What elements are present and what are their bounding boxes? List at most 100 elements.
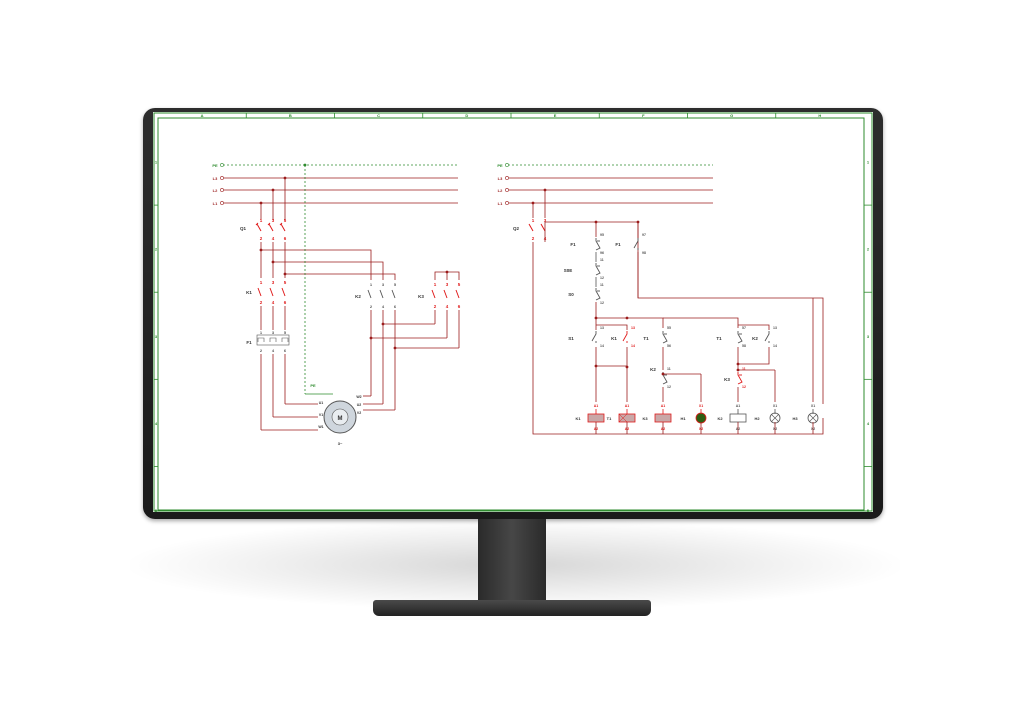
k2-terminal: 6 xyxy=(394,304,397,309)
k3-terminal: 1 xyxy=(434,282,437,287)
f1-terminal: 3 xyxy=(272,330,275,335)
junction-dot xyxy=(736,362,740,366)
t1b-label: T1 xyxy=(716,336,722,341)
k2-contact xyxy=(367,289,372,299)
terminal-no: 11 xyxy=(742,367,746,371)
coil-label: H1 xyxy=(680,416,686,421)
f1-element xyxy=(269,337,277,342)
terminal-no: 58 xyxy=(742,344,746,348)
frame-column-label: G xyxy=(730,113,733,118)
motor-terminal: V1 xyxy=(319,413,323,417)
terminal-no: 11 xyxy=(600,283,604,287)
k1-contact xyxy=(281,287,286,297)
k1-aux-label: K1 xyxy=(611,336,617,341)
k1-aux-feed xyxy=(596,324,628,330)
relay-coil xyxy=(587,413,605,423)
lamp-cross xyxy=(809,414,817,422)
frame-column-label: D xyxy=(465,113,468,118)
coil-terminal: A1 xyxy=(736,404,741,408)
f1-terminal: 1 xyxy=(260,330,263,335)
motor-terminal: U2 xyxy=(357,403,362,407)
k3-terminal: 2 xyxy=(434,304,437,309)
k1-aux-contact xyxy=(622,331,628,342)
f1-label: F1 xyxy=(570,242,576,247)
frame-column-label: F xyxy=(642,113,645,118)
frame-row-label: 4 xyxy=(155,421,158,426)
q1-switch xyxy=(268,223,274,232)
neutral-return xyxy=(532,242,824,435)
f1-terminal: 5 xyxy=(284,330,287,335)
k1-terminal: 6 xyxy=(284,300,287,305)
q2-switch xyxy=(528,223,534,232)
k1-seal xyxy=(596,347,628,367)
monitor-stand-base xyxy=(373,600,651,616)
k1-terminal: 2 xyxy=(260,300,263,305)
k2-terminal: 2 xyxy=(370,304,373,309)
bus-label: PE xyxy=(212,163,218,168)
q1-mark xyxy=(267,222,271,226)
coil-label: K3 xyxy=(642,416,648,421)
q1-mark xyxy=(255,222,259,226)
k2-label: K2 xyxy=(355,294,361,299)
k2-feed xyxy=(285,273,396,280)
q1-terminal: 1 xyxy=(260,218,263,223)
frame-row-label: 5 xyxy=(867,508,870,512)
f1-terminal: 6 xyxy=(284,348,287,353)
k2-terminal: 1 xyxy=(370,282,373,287)
k1-label: K1 xyxy=(246,290,252,295)
bus-label: L2 xyxy=(498,188,503,193)
k3-contact xyxy=(431,289,436,299)
terminal-no: 12 xyxy=(742,385,746,389)
relay-coil xyxy=(729,413,747,423)
k2-terminal: 5 xyxy=(394,282,397,287)
frame-row-label: 3 xyxy=(155,334,158,339)
k3-terminal: 5 xyxy=(458,282,461,287)
junction-dot xyxy=(625,365,629,369)
coil-terminal: X1 xyxy=(773,404,777,408)
motor-terminal: U1 xyxy=(319,401,324,405)
outer-border xyxy=(153,112,873,512)
terminal-no: 57 xyxy=(742,326,746,330)
q2-terminal: 3 xyxy=(544,218,547,223)
terminal-no: 12 xyxy=(667,385,671,389)
coil-terminal: A1 xyxy=(661,404,666,408)
t1-b-contact xyxy=(737,331,743,344)
motor-pe-label: PE xyxy=(310,383,316,388)
k2-contact xyxy=(391,289,396,299)
q1-switch xyxy=(280,223,286,232)
terminal-no: 96 xyxy=(600,251,604,255)
f1-terminal: 4 xyxy=(272,348,275,353)
bus-label: L1 xyxy=(213,201,218,206)
frame-column-label: H xyxy=(818,113,821,118)
q1-terminal: 2 xyxy=(260,236,263,241)
k1-terminal: 3 xyxy=(272,280,275,285)
junction-dot xyxy=(381,322,385,326)
stop-label: S0E xyxy=(564,268,573,273)
k3-contact xyxy=(455,289,460,299)
f1-label: F1 xyxy=(615,242,621,247)
bus-terminal xyxy=(220,176,224,180)
f1-no-contact xyxy=(633,238,639,249)
terminal-no: 14 xyxy=(773,344,777,348)
junction-dot xyxy=(661,372,665,376)
junction-dot xyxy=(303,163,307,167)
terminal-no: 11 xyxy=(667,367,671,371)
terminal-no: 55 xyxy=(667,326,671,330)
k1-terminal: 1 xyxy=(260,280,263,285)
frame-row-label: 5 xyxy=(155,508,158,512)
monitor-stand-neck xyxy=(478,519,546,603)
k2-aux-feed xyxy=(738,324,770,330)
k3-nc-contact xyxy=(737,372,743,385)
lamp-cross xyxy=(771,414,779,422)
k3-terminal: 4 xyxy=(446,304,449,309)
motor-rotor xyxy=(331,408,349,426)
q2-terminal: 2 xyxy=(532,236,535,241)
q1-terminal: 3 xyxy=(272,218,275,223)
coil-label: T1 xyxy=(607,416,612,421)
bus-terminal xyxy=(505,176,509,180)
bus-terminal xyxy=(505,163,509,167)
terminal-no: 98 xyxy=(642,251,646,255)
relay-coil xyxy=(654,413,672,423)
